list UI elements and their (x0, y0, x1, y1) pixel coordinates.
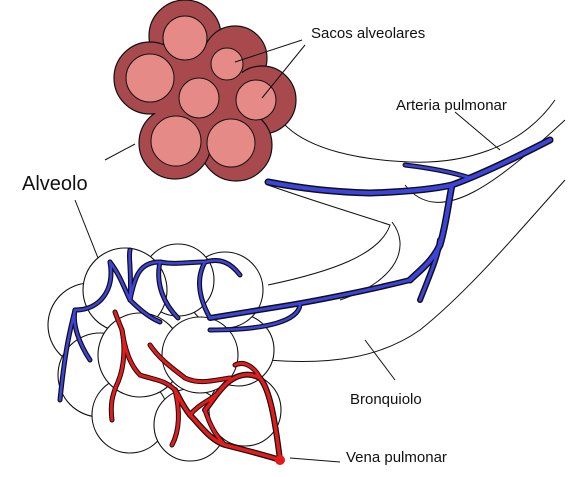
sac-bubble (235, 79, 277, 121)
vein-b3-fill (203, 408, 227, 447)
artery-fill (58, 138, 552, 402)
vein-b1-fill (109, 328, 126, 422)
sac-bubble (206, 118, 256, 168)
vein-b6-fill (148, 343, 232, 384)
leader-alveolo-bottom (74, 199, 99, 259)
leader-alveolo-top (104, 143, 136, 161)
artery-d-fill (128, 298, 162, 324)
label-alveolo: Alveolo (22, 173, 88, 195)
vein-arc-fill (203, 372, 282, 462)
sac-bubble (125, 53, 175, 103)
vein-left-fill (113, 310, 177, 392)
alveolar-sacs (113, 0, 297, 182)
labels: Sacos alveolares Arteria pulmonar Alveol… (22, 25, 507, 466)
label-vena-pulmonar: Vena pulmonar (346, 449, 447, 466)
leader-bronquiolo (364, 339, 396, 381)
leader-arteria (454, 111, 501, 151)
pulmonary-vein (108, 309, 285, 465)
leader-vena (289, 457, 341, 463)
pulmonary-artery (57, 136, 554, 403)
artery-main-fill (266, 138, 552, 195)
vein-b4-fill (188, 383, 227, 417)
vein-outlet (275, 455, 285, 465)
sac-stalk-lower (267, 184, 391, 286)
leader-sacos-1 (234, 39, 303, 63)
artery-e-fill (128, 248, 132, 302)
sac-bubble (210, 47, 244, 81)
artery-g-fill (58, 308, 77, 402)
sac-bubble (150, 115, 202, 167)
leader-sacos-2 (261, 44, 306, 99)
sac-inner-bubbles (125, 15, 277, 168)
leader-lines (74, 39, 501, 463)
label-bronquiolo: Bronquiolo (350, 391, 422, 408)
bronchiole-outline (267, 99, 566, 362)
artery-fork-fill (208, 303, 302, 332)
vein-fill (109, 310, 282, 462)
sac-bubble (162, 15, 208, 61)
artery-side-fill (418, 238, 442, 302)
sac-bubble (178, 77, 220, 119)
label-sacos-alveolares: Sacos alveolares (311, 25, 425, 42)
artery-cluster-fill (208, 278, 412, 320)
bronchiole-lower-edge (267, 179, 566, 362)
vein-b2-fill (170, 388, 180, 447)
sac-stalk-upper (284, 99, 556, 163)
vein-b5-fill (233, 362, 262, 380)
vein-main-fill (173, 388, 282, 462)
artery-upper-fill (403, 163, 472, 180)
label-arteria-pulmonar: Arteria pulmonar (396, 97, 507, 114)
